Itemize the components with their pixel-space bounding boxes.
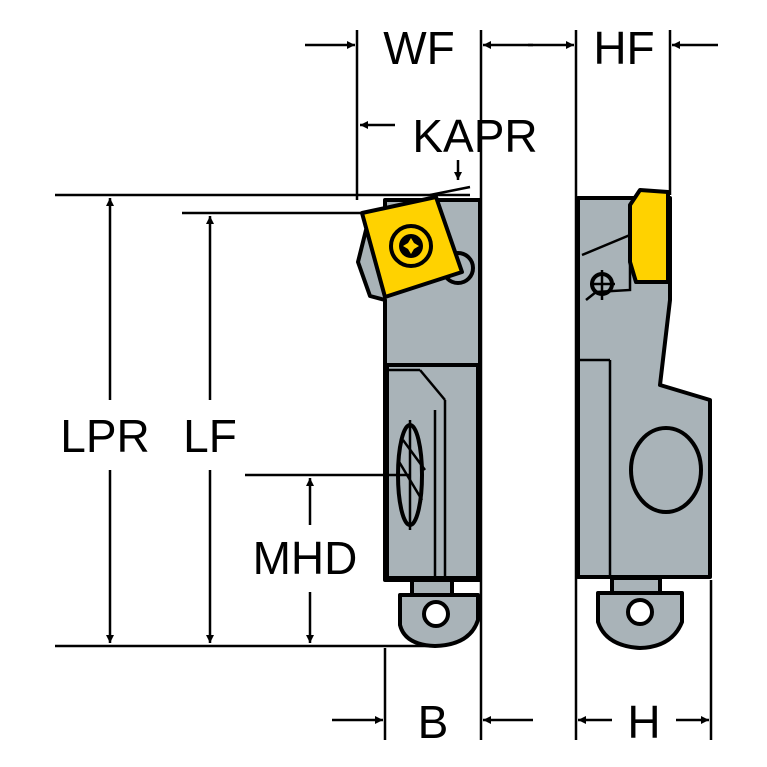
front-nozzle-stem bbox=[410, 578, 454, 597]
side-hole bbox=[629, 426, 703, 514]
extension-lines bbox=[55, 30, 713, 740]
label-wf: WF bbox=[383, 22, 455, 74]
label-hf: HF bbox=[593, 22, 654, 74]
label-b: B bbox=[418, 696, 449, 748]
front-view bbox=[356, 195, 482, 648]
label-lpr: LPR bbox=[60, 410, 149, 462]
side-insert bbox=[628, 188, 670, 284]
dimension-arrows bbox=[106, 41, 718, 724]
label-mhd: MHD bbox=[253, 532, 358, 584]
side-view bbox=[576, 188, 712, 650]
label-kapr: KAPR bbox=[412, 110, 537, 162]
side-nozzle-stem bbox=[610, 576, 662, 595]
dimension-labels: WF HF KAPR LPR LF MHD B H bbox=[60, 22, 660, 748]
label-lf: LF bbox=[183, 410, 237, 462]
label-h: H bbox=[627, 696, 660, 748]
